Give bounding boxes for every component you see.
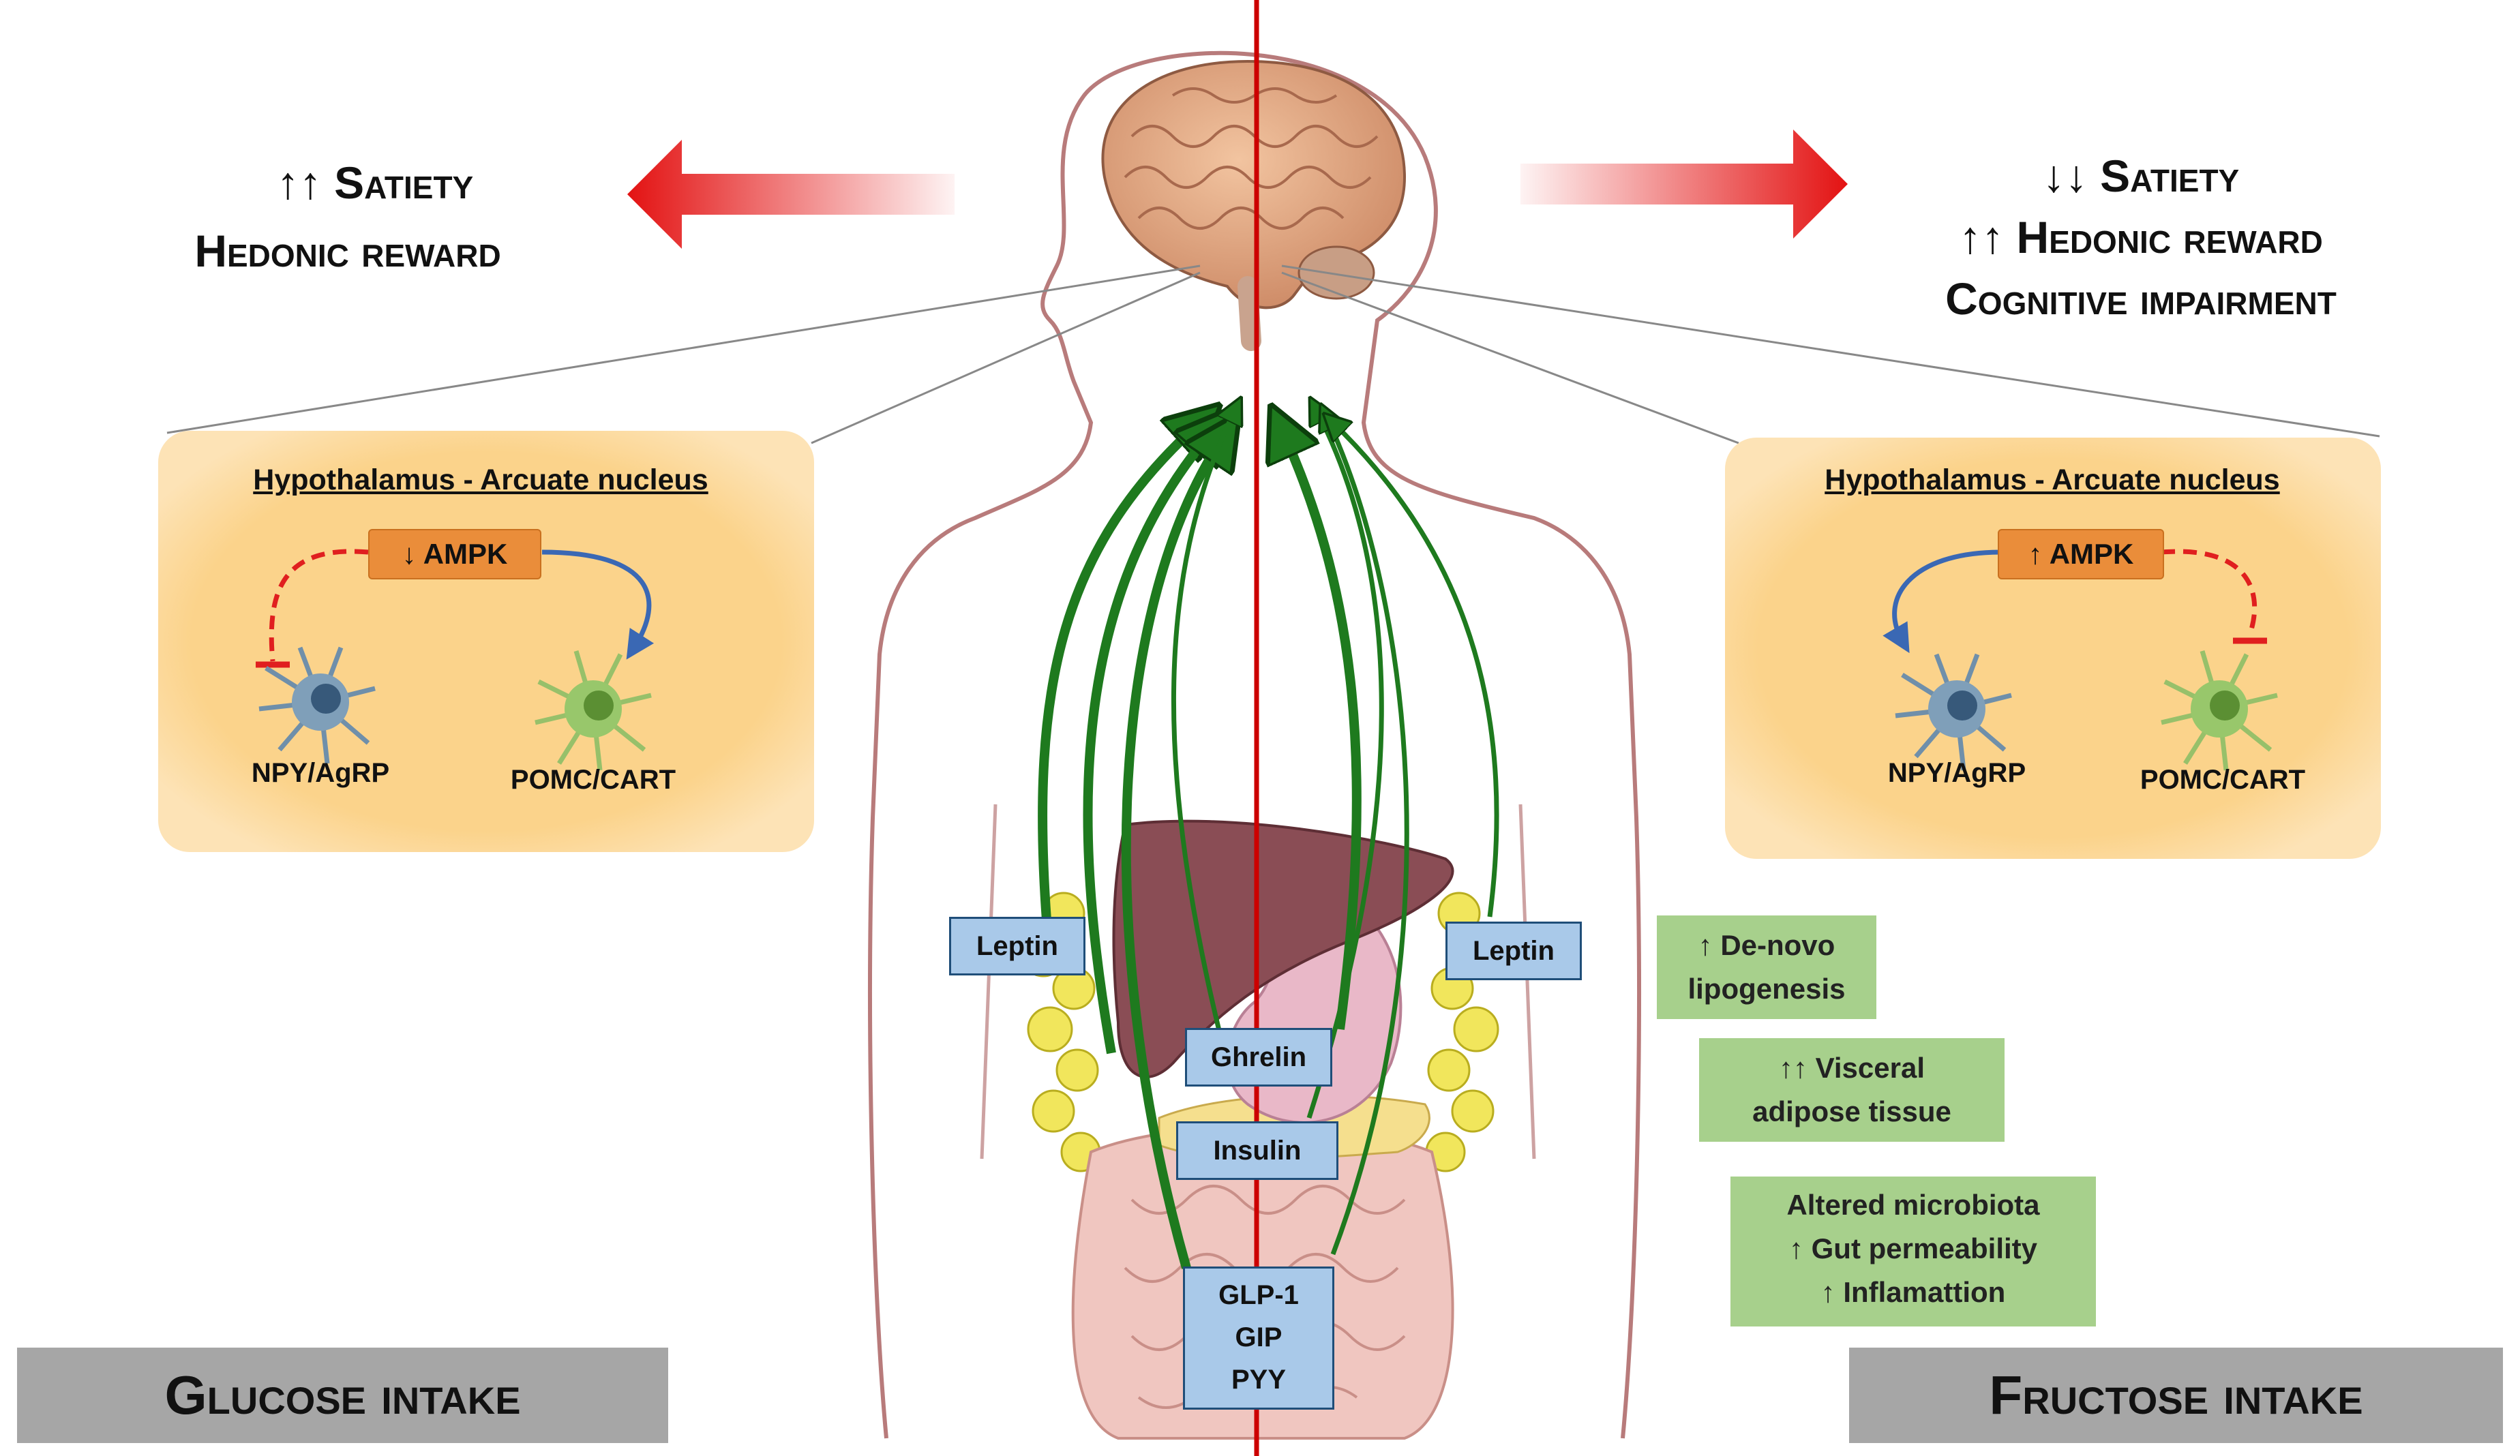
- left-npy-neuron: [258, 646, 376, 764]
- right-npy-label: NPY/AgRP: [1887, 758, 2026, 788]
- right-effect-satiety: ↓↓ Satiety: [2042, 151, 2240, 201]
- gut-hormone-gip: GIP: [1235, 1322, 1282, 1352]
- left-inhibition-line: [269, 549, 369, 662]
- right-pomc-neuron: [2161, 650, 2278, 771]
- right-ampk-box: ↑ AMPK: [1998, 529, 2164, 579]
- body-outline: [868, 50, 1641, 1439]
- arm-outline: [980, 804, 1536, 1159]
- effect-box-lipogenesis: ↑ De-novo lipogenesis: [1657, 915, 1876, 1019]
- right-npy-neuron: [1895, 653, 2012, 771]
- left-npy-label: NPY/AgRP: [251, 758, 390, 788]
- left-effect-satiety: ↑↑ Satiety: [276, 157, 474, 208]
- zoom-lines: [166, 264, 2380, 444]
- left-pomc-neuron: [535, 650, 652, 771]
- glucose-intake-label: Glucose intake: [17, 1348, 668, 1443]
- effect-microbiota-line1: Altered microbiota: [1786, 1189, 2040, 1221]
- right-hypothalamus-panel: [1725, 438, 2381, 859]
- right-effect-cognitive: Cognitive impairment: [1945, 273, 2337, 324]
- left-effect-arrow: [627, 140, 955, 249]
- glucose-signal-arrows: [1038, 409, 1235, 1269]
- leptin-left-box: Leptin: [949, 917, 1085, 975]
- insulin-box: Insulin: [1176, 1121, 1338, 1180]
- effect-box-visceral: ↑↑ Visceral adipose tissue: [1699, 1038, 2005, 1142]
- right-effect-arrow: [1520, 130, 1848, 239]
- leptin-right-box: Leptin: [1445, 922, 1582, 980]
- fructose-signal-arrows: [1282, 409, 1499, 1256]
- effect-microbiota-line2: ↑ Gut permeability: [1788, 1232, 2038, 1264]
- left-effect-hedonic: Hedonic reward: [194, 226, 501, 276]
- right-inhibition-line: [2161, 549, 2258, 635]
- fructose-intake-label: Fructose intake: [1849, 1348, 2503, 1443]
- effect-microbiota-line3: ↑ Inflamattion: [1820, 1276, 2006, 1308]
- left-ampk-box: ↓ AMPK: [368, 529, 541, 579]
- gut-hormone-glp1: GLP-1: [1218, 1280, 1299, 1310]
- effect-visceral-line1: ↑↑ Visceral: [1778, 1052, 1925, 1084]
- brain: [1101, 59, 1407, 351]
- right-activation-line: [1882, 549, 2002, 654]
- gut-hormone-pyy: PYY: [1231, 1365, 1287, 1395]
- effect-visceral-line2: adipose tissue: [1752, 1095, 1951, 1127]
- right-pomc-label: POMC/CART: [2140, 765, 2306, 795]
- left-hypothalamus-panel: [158, 431, 814, 852]
- right-hypothalamus-title: Hypothalamus - Arcuate nucleus: [1825, 464, 2280, 496]
- left-hypothalamus-title: Hypothalamus - Arcuate nucleus: [253, 464, 708, 496]
- effect-lipogenesis-line1: ↑ De-novo: [1698, 929, 1835, 961]
- right-effect-hedonic: ↑↑ Hedonic reward: [1959, 212, 2323, 262]
- gut-hormones-box: GLP-1 GIP PYY: [1183, 1267, 1334, 1410]
- left-pomc-label: POMC/CART: [510, 765, 676, 795]
- effect-lipogenesis-line2: lipogenesis: [1687, 973, 1846, 1005]
- effect-box-microbiota: Altered microbiota ↑ Gut permeability ↑ …: [1730, 1177, 2096, 1326]
- ghrelin-box: Ghrelin: [1185, 1028, 1332, 1087]
- left-activation-line: [541, 549, 655, 660]
